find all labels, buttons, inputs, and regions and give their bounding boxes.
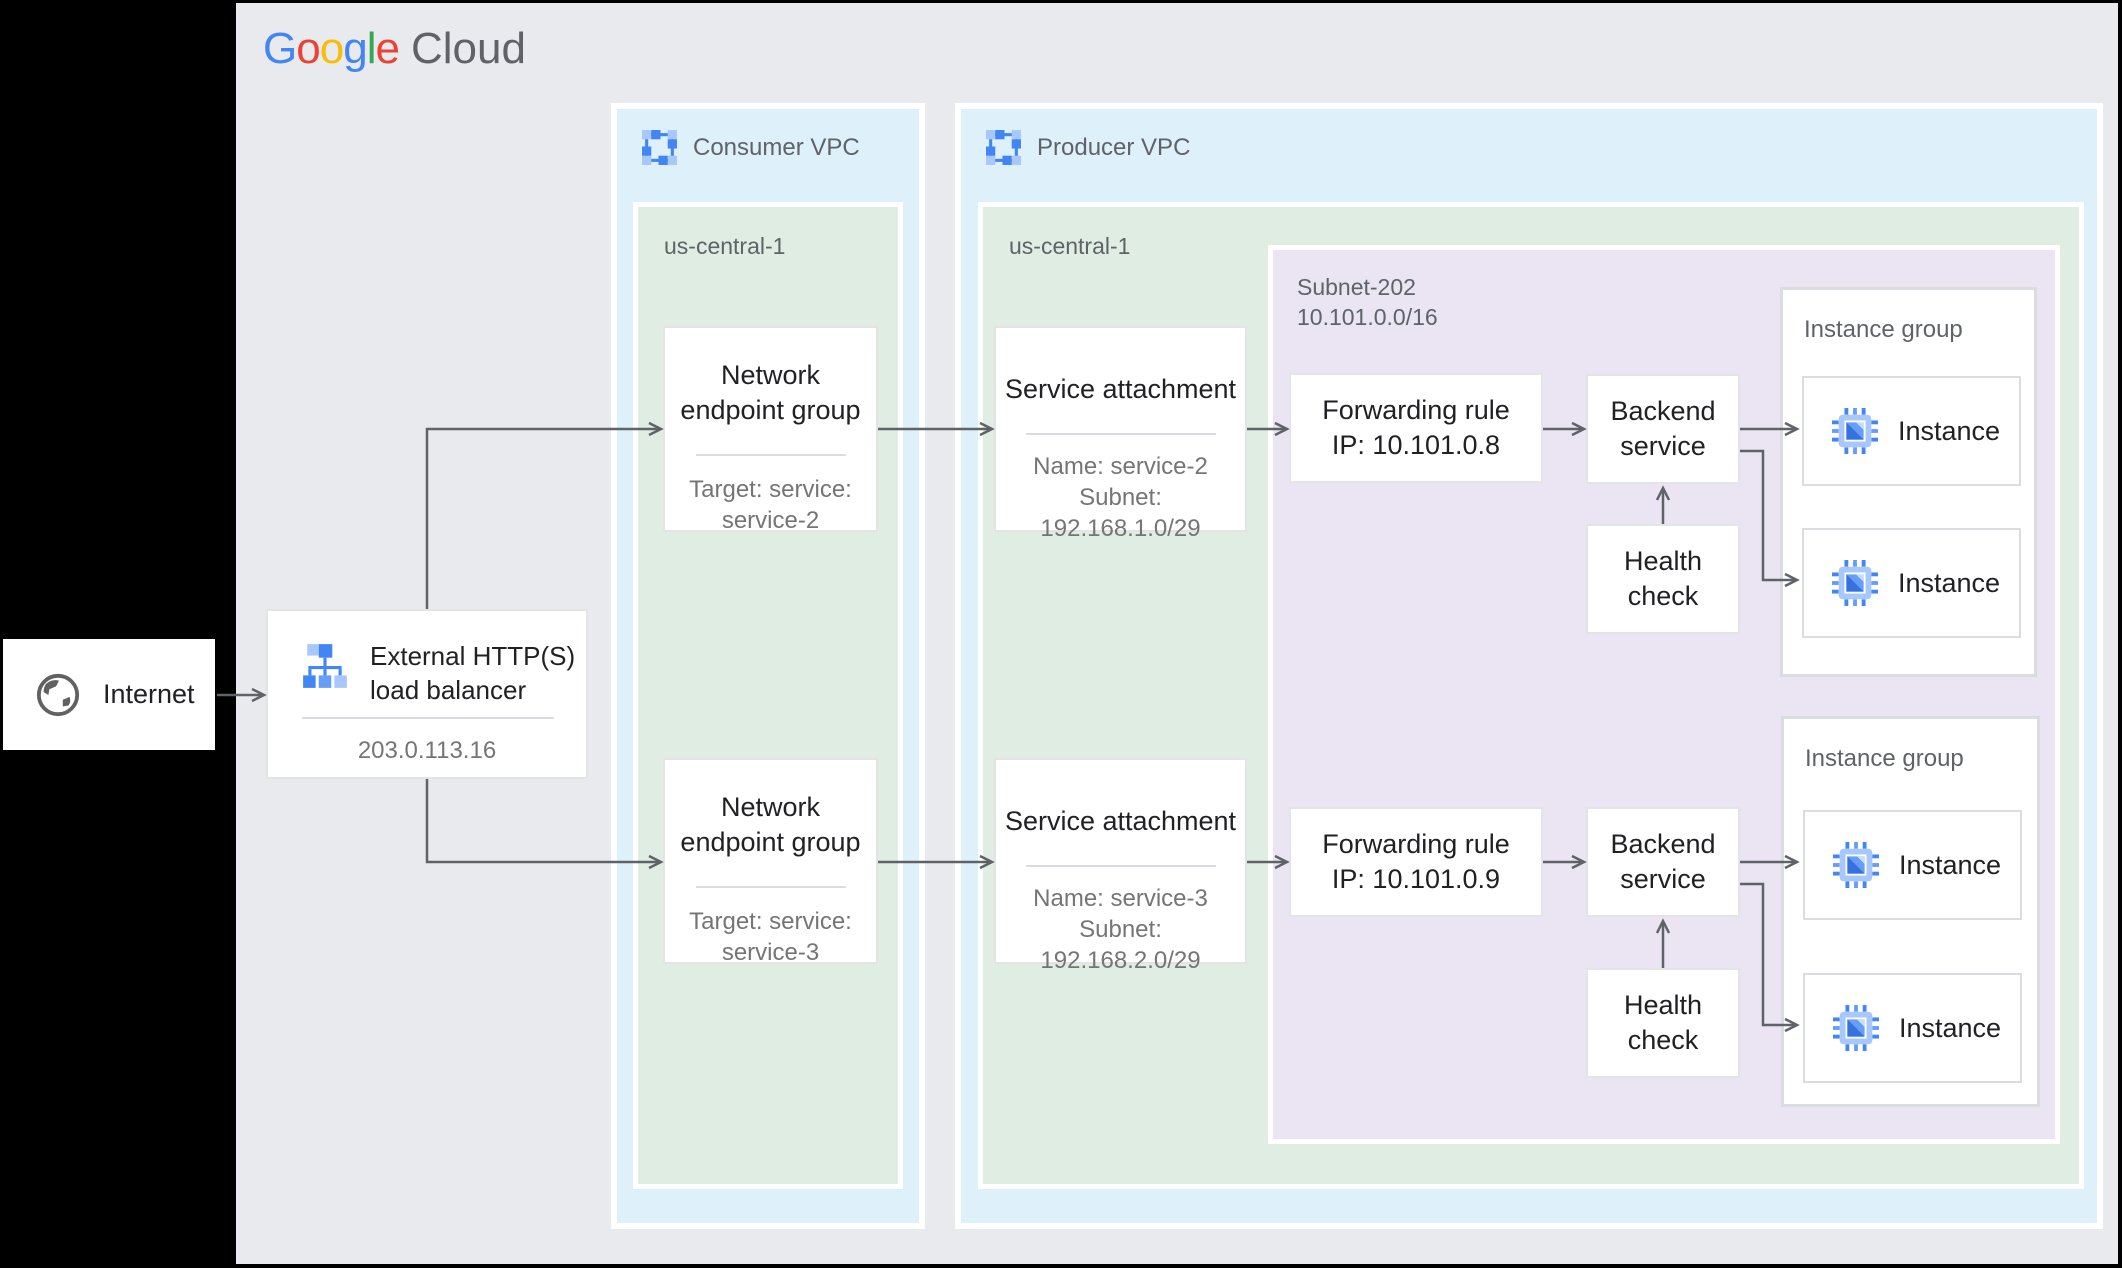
instance-card: Instance xyxy=(1802,528,2021,638)
instance-card: Instance xyxy=(1803,810,2022,920)
neg-target-line2: service-3 xyxy=(721,939,820,966)
instance-label: Instance xyxy=(1899,849,2002,880)
card-subtitle: Name: service-2 Subnet: 192.168.1.0/29 xyxy=(996,451,1245,544)
card-title: Forwarding rule xyxy=(1322,829,1510,859)
health-check-card-1: Health check xyxy=(1586,524,1740,634)
service-attachment-card-2: Service attachment Name: service-3 Subne… xyxy=(994,758,1247,974)
card-subtitle: Target: service: service-3 xyxy=(665,906,876,968)
logo-letter: e xyxy=(375,24,400,73)
vpc-network-icon xyxy=(641,129,678,166)
backend-service-card-2: Backend service xyxy=(1586,807,1740,917)
instance-card: Instance xyxy=(1802,376,2021,486)
logo-letter: g xyxy=(343,24,368,73)
card-subtitle: Name: service-3 Subnet: 192.168.2.0/29 xyxy=(996,883,1245,976)
producer-vpc-label: Producer VPC xyxy=(1037,133,1191,161)
sa-subnet-label: Subnet: xyxy=(1079,484,1162,511)
divider xyxy=(695,454,846,456)
network-endpoint-group-card-1: Network endpoint group Target: service: … xyxy=(663,326,878,534)
service-attachment-card-1: Service attachment Name: service-2 Subne… xyxy=(994,326,1247,542)
logo-letter: o xyxy=(296,24,321,73)
health-check-card-2: Health check xyxy=(1586,968,1740,1078)
card-title: Health check xyxy=(1623,546,1703,611)
consumer-vpc-header: Consumer VPC xyxy=(641,129,860,166)
instance-label: Instance xyxy=(1898,567,2001,598)
load-balancer-icon xyxy=(300,641,350,696)
neg-target-line1: Target: service: xyxy=(689,476,852,503)
consumer-region-label: us-central-1 xyxy=(664,233,786,259)
subnet-cidr: 10.101.0.0/16 xyxy=(1297,304,1438,330)
logo-cloud-text: Cloud xyxy=(410,24,526,73)
subnet-label: Subnet-202 10.101.0.0/16 xyxy=(1297,272,1438,332)
internet-label: Internet xyxy=(103,679,195,709)
sa-name: Name: service-3 xyxy=(1033,885,1208,912)
sa-cidr: 192.168.1.0/29 xyxy=(1040,515,1201,542)
card-title: Service attachment xyxy=(1004,806,1237,836)
consumer-vpc-label: Consumer VPC xyxy=(693,133,860,161)
divider xyxy=(1025,865,1216,867)
forwarding-rule-card-1: Forwarding rule IP: 10.101.0.8 xyxy=(1289,373,1543,483)
neg-target-line1: Target: service: xyxy=(689,908,852,935)
instance-card: Instance xyxy=(1803,973,2022,1083)
card-title: Network endpoint group xyxy=(680,792,861,857)
vpc-network-icon xyxy=(985,129,1022,166)
instance-group-1: Instance group Instance Instance xyxy=(1780,287,2037,677)
compute-instance-icon xyxy=(1832,560,1878,606)
sa-name: Name: service-2 xyxy=(1033,453,1208,480)
load-balancer-card: External HTTP(S) load balancer 203.0.113… xyxy=(266,609,588,779)
logo-letter: o xyxy=(319,24,345,73)
instance-group-label: Instance group xyxy=(1804,316,1963,343)
forwarding-rule-ip: IP: 10.101.0.9 xyxy=(1331,864,1501,894)
forwarding-rule-ip: IP: 10.101.0.8 xyxy=(1331,430,1501,460)
subnet-name: Subnet-202 xyxy=(1297,274,1416,300)
producer-vpc-header: Producer VPC xyxy=(985,129,1190,166)
sa-cidr: 192.168.2.0/29 xyxy=(1040,947,1201,974)
card-title: Backend service xyxy=(1610,829,1716,894)
divider xyxy=(695,886,846,888)
instance-label: Instance xyxy=(1899,1012,2002,1043)
network-endpoint-group-card-2: Network endpoint group Target: service: … xyxy=(663,758,878,966)
compute-instance-icon xyxy=(1833,1005,1879,1051)
internet-card: Internet xyxy=(3,639,215,750)
card-title: Service attachment xyxy=(1004,374,1237,404)
instance-group-2: Instance group Instance Instance xyxy=(1781,716,2040,1107)
producer-region-label: us-central-1 xyxy=(1009,233,1131,259)
forwarding-rule-card-2: Forwarding rule IP: 10.101.0.9 xyxy=(1289,807,1543,917)
load-balancer-title: External HTTP(S) load balancer xyxy=(370,639,575,707)
card-subtitle: Target: service: service-2 xyxy=(665,474,876,536)
load-balancer-ip: 203.0.113.16 xyxy=(357,737,497,764)
load-balancer-title-line1: External HTTP(S) xyxy=(370,641,576,671)
instance-group-label: Instance group xyxy=(1805,745,1964,772)
instance-label: Instance xyxy=(1898,415,2001,446)
globe-icon xyxy=(35,672,81,718)
compute-instance-icon xyxy=(1832,408,1878,454)
divider xyxy=(302,717,554,719)
card-title: Backend service xyxy=(1610,396,1716,461)
card-title: Network endpoint group xyxy=(680,360,861,425)
card-title: Forwarding rule xyxy=(1322,395,1510,425)
neg-target-line2: service-2 xyxy=(721,507,820,534)
load-balancer-title-line2: load balancer xyxy=(370,675,527,705)
backend-service-card-1: Backend service xyxy=(1586,374,1740,484)
logo-letter: G xyxy=(263,24,297,73)
card-title: Health check xyxy=(1623,990,1703,1055)
divider xyxy=(1025,433,1216,435)
sa-subnet-label: Subnet: xyxy=(1079,916,1162,943)
compute-instance-icon xyxy=(1833,842,1879,888)
logo-letter: l xyxy=(366,24,377,73)
